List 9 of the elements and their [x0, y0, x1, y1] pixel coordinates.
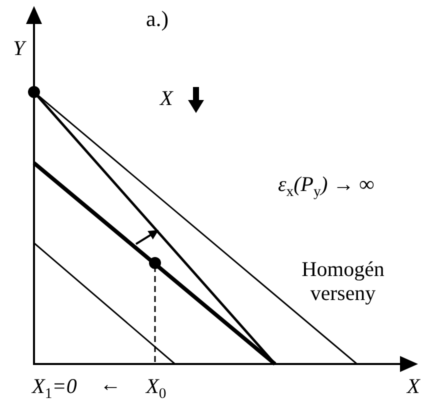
axis-label: X$_{0}$: [146, 374, 166, 404]
axis-label: X: [407, 374, 420, 398]
panel-title: a.): [146, 6, 169, 32]
elasticity-label: ε$_{x}$(P$_{y}$) → ∞: [278, 172, 374, 202]
axis-label: Y: [13, 36, 25, 60]
axis-label: X$_{1}$=0: [32, 374, 77, 404]
arrow-glyph: ←: [100, 372, 121, 396]
annotation-text: Homogén verseny: [300, 257, 386, 306]
axis-label: X: [160, 86, 173, 110]
